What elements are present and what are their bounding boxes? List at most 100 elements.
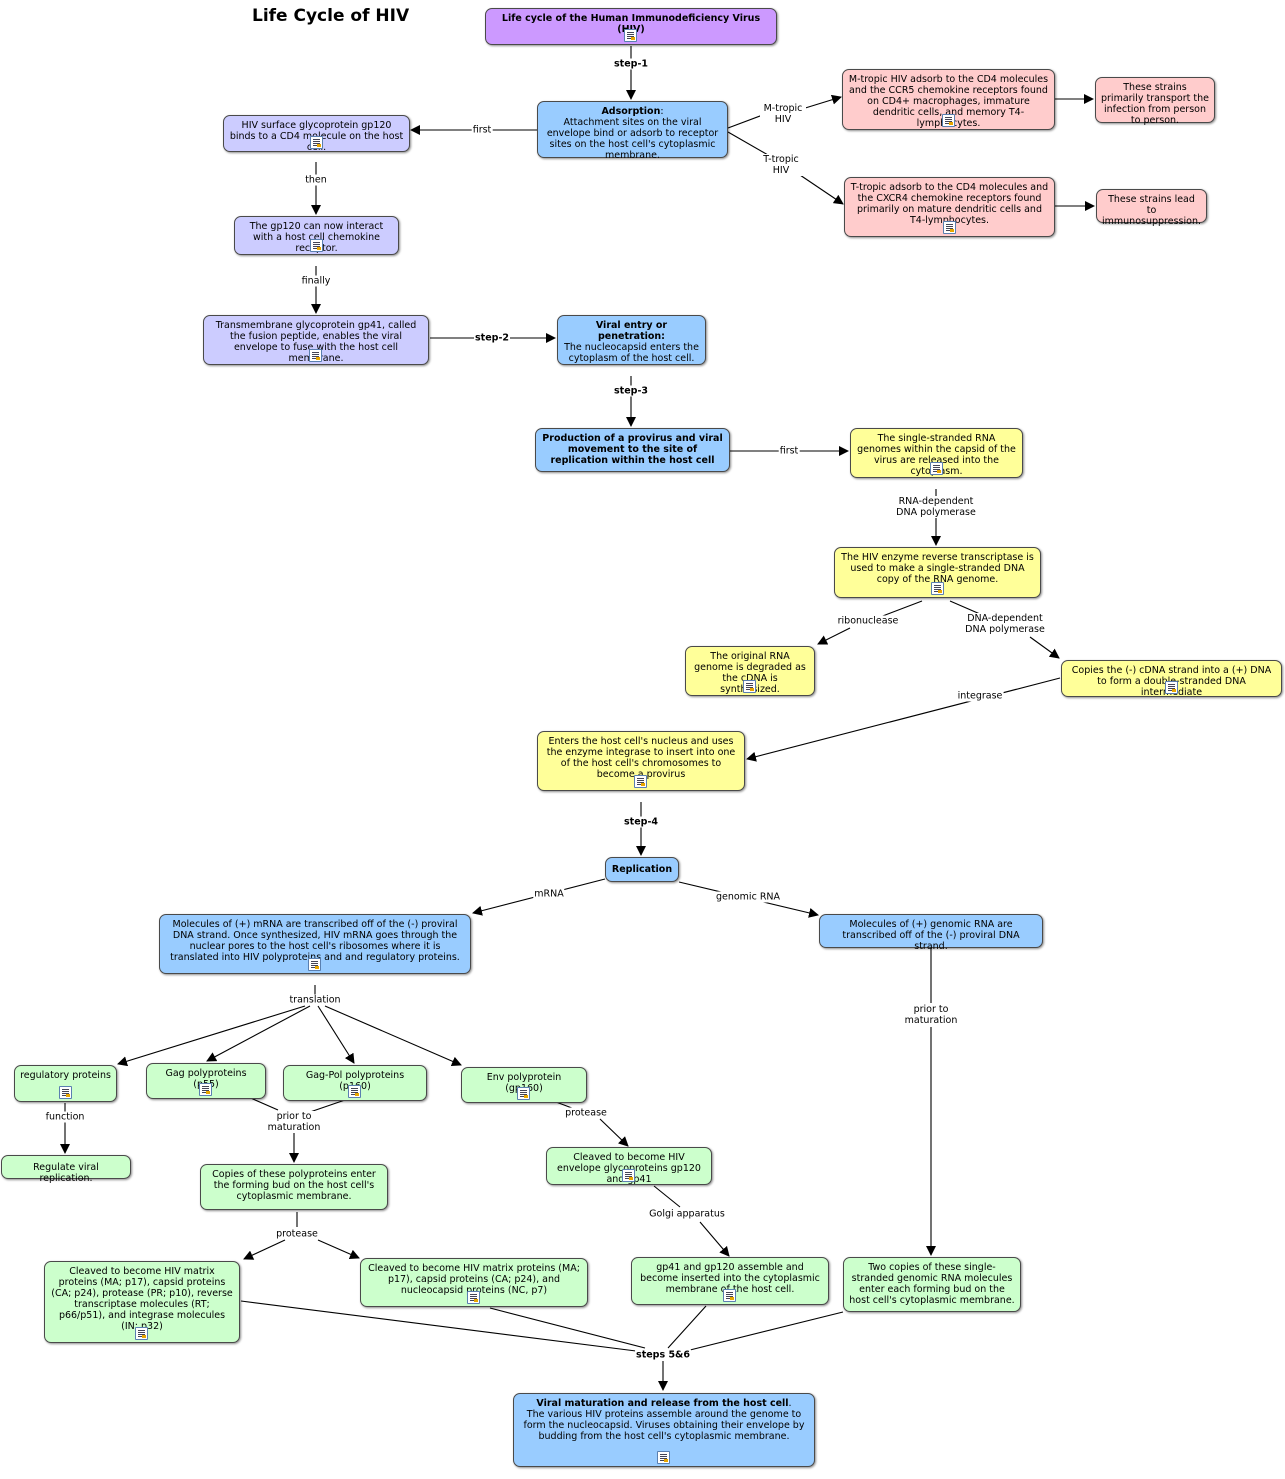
connector-translation-env: [324, 1005, 462, 1067]
node-cleaved-short[interactable]: Cleaved to become HIV matrix proteins (M…: [360, 1258, 588, 1307]
node-mrna-molecules[interactable]: Molecules of (+) mRNA are transcribed of…: [159, 914, 471, 974]
link-label-prior-b: prior to maturation: [902, 1004, 960, 1026]
node-nucleus[interactable]: Enters the host cell's nucleus and uses …: [537, 731, 745, 791]
document-icon[interactable]: [517, 1087, 530, 1100]
document-icon[interactable]: [929, 462, 943, 475]
node-ttropic[interactable]: T-tropic adsorb to the CD4 molecules and…: [844, 177, 1055, 237]
node-maturation[interactable]: Viral maturation and release from the ho…: [513, 1393, 815, 1467]
node-genomic-molecules[interactable]: Molecules of (+) genomic RNA are transcr…: [819, 914, 1043, 952]
link-label-step4: step-4: [623, 816, 659, 828]
document-icon[interactable]: [1164, 681, 1178, 694]
node-text: Cleaved to become HIV matrix proteins (M…: [368, 1263, 580, 1296]
node-text: Production of a provirus and viral movem…: [542, 433, 723, 466]
document-icon[interactable]: [942, 221, 956, 234]
document-icon[interactable]: [941, 114, 955, 127]
node-ttropic-result[interactable]: These strains lead to immunosuppression.: [1096, 189, 1207, 227]
node-ssrna[interactable]: The single-stranded RNA genomes within t…: [850, 428, 1023, 478]
document-icon[interactable]: [723, 1289, 736, 1302]
node-copies-bud[interactable]: Copies of these polyproteins enter the f…: [200, 1164, 388, 1210]
document-icon[interactable]: [199, 1083, 212, 1096]
node-copies-cdna[interactable]: Copies the (-) cDNA strand into a (+) DN…: [1061, 660, 1282, 698]
node-gp41[interactable]: Transmembrane glycoprotein gp41, called …: [203, 315, 429, 365]
link-label-step1: step-1: [613, 58, 649, 70]
connector-protease-b-b: [599, 1118, 629, 1147]
connector-mtropic-b: [801, 94, 842, 110]
node-cleaved-env[interactable]: Cleaved to become HIV envelope glycoprot…: [546, 1147, 712, 1185]
document-icon[interactable]: [622, 1169, 635, 1182]
connector-protease-a-left: [243, 1239, 286, 1260]
node-provirus[interactable]: Production of a provirus and viral movem…: [535, 428, 730, 472]
connector-steps56-assemble: [667, 1305, 707, 1349]
document-icon[interactable]: [308, 958, 321, 971]
node-assemble[interactable]: gp41 and gp120 assemble and become inser…: [631, 1257, 829, 1305]
node-text: Enters the host cell's nucleus and uses …: [546, 736, 736, 780]
node-text: Regulate viral replication.: [33, 1162, 99, 1184]
connector-translation-gag: [206, 1005, 311, 1062]
node-text: The nucleocapsid enters the cytoplasm of…: [564, 342, 699, 364]
connector-translation-reg: [117, 1005, 306, 1067]
link-label-protease-b: protease: [564, 1107, 608, 1119]
connector-integrase: [746, 677, 1061, 762]
link-label-protease-a: protease: [275, 1228, 319, 1240]
node-env[interactable]: Env polyprotein (gp160): [461, 1067, 587, 1103]
link-label-translation: translation: [288, 994, 342, 1006]
node-text: regulatory proteins: [20, 1070, 111, 1081]
connector-translation-gagpol: [317, 1005, 355, 1064]
node-regulate[interactable]: Regulate viral replication.: [1, 1155, 131, 1184]
node-gag-pol[interactable]: Gag-Pol polyproteins (p160): [283, 1065, 427, 1101]
node-gp120-binds[interactable]: HIV surface glycoprotein gp120 binds to …: [223, 115, 410, 153]
node-text: Molecules of (+) mRNA are transcribed of…: [170, 919, 460, 963]
node-title: Viral entry or penetration:: [595, 320, 668, 342]
node-title: Adsorption: [601, 106, 661, 117]
node-gag[interactable]: Gag polyproteins (p55): [146, 1063, 266, 1099]
node-gp120-interact[interactable]: The gp120 can now interact with a host c…: [234, 216, 399, 255]
document-icon[interactable]: [309, 239, 323, 252]
document-icon[interactable]: [624, 29, 637, 42]
node-text: Copies of these polyproteins enter the f…: [212, 1169, 376, 1202]
node-regulatory-proteins[interactable]: regulatory proteins: [14, 1065, 117, 1102]
node-mtropic[interactable]: M-tropic HIV adsorb to the CD4 molecules…: [842, 69, 1055, 130]
node-cleaved-full[interactable]: Cleaved to become HIV matrix proteins (M…: [44, 1261, 240, 1343]
connector-ttropic-b: [799, 174, 844, 205]
link-label-mrna: mRNA: [533, 888, 565, 900]
document-icon[interactable]: [309, 136, 323, 149]
node-adsorption[interactable]: Adsorption: Attachment sites on the vira…: [537, 101, 728, 161]
link-label-rna-dep: RNA-dependent DNA polymerase: [893, 496, 979, 518]
document-icon[interactable]: [657, 1451, 670, 1464]
link-label-step3: step-3: [613, 385, 649, 397]
connector-prior-a-gagpol: [309, 1099, 346, 1113]
document-icon[interactable]: [135, 1327, 148, 1340]
document-icon[interactable]: [58, 1086, 72, 1099]
node-two-copies[interactable]: Two copies of these single-stranded geno…: [843, 1257, 1021, 1312]
node-replication[interactable]: Replication: [605, 857, 679, 882]
link-label-golgi: Golgi apparatus: [648, 1208, 726, 1220]
link-label-function: function: [44, 1111, 86, 1123]
link-label-steps56: steps 5&6: [635, 1349, 691, 1361]
page-title: Life Cycle of HIV: [252, 6, 410, 26]
connector-golgi-a: [653, 1185, 681, 1208]
connector-golgi-b: [699, 1221, 730, 1257]
document-icon[interactable]: [348, 1085, 361, 1098]
node-text: Two copies of these single-stranded geno…: [849, 1262, 1015, 1306]
document-icon[interactable]: [930, 582, 944, 595]
document-icon[interactable]: [634, 775, 647, 788]
document-icon[interactable]: [743, 680, 756, 693]
link-label-finally: finally: [300, 275, 332, 287]
connector-ribonuclease-a: [879, 600, 923, 618]
connector-dna-dep-b: [1029, 636, 1060, 659]
connector-steps56-short: [489, 1307, 646, 1349]
connector-protease-a-right: [317, 1239, 360, 1259]
node-mtropic-result[interactable]: These strains primarily transport the in…: [1095, 77, 1215, 126]
link-label-first-b: first: [778, 445, 800, 457]
connector-dna-dep-a: [949, 600, 981, 615]
node-text: These strains primarily transport the in…: [1101, 82, 1209, 126]
node-rna-degraded[interactable]: The original RNA genome is degraded as t…: [685, 646, 815, 696]
node-reverse-transcriptase[interactable]: The HIV enzyme reverse transcriptase is …: [834, 547, 1041, 598]
node-lifecycle[interactable]: Life cycle of the Human Immunodeficiency…: [485, 8, 777, 45]
node-entry[interactable]: Viral entry or penetration: The nucleoca…: [557, 315, 706, 365]
link-label-integrase: integrase: [956, 690, 1004, 702]
node-text: T-tropic adsorb to the CD4 molecules and…: [850, 182, 1049, 226]
document-icon[interactable]: [309, 349, 322, 362]
document-icon[interactable]: [467, 1291, 480, 1304]
